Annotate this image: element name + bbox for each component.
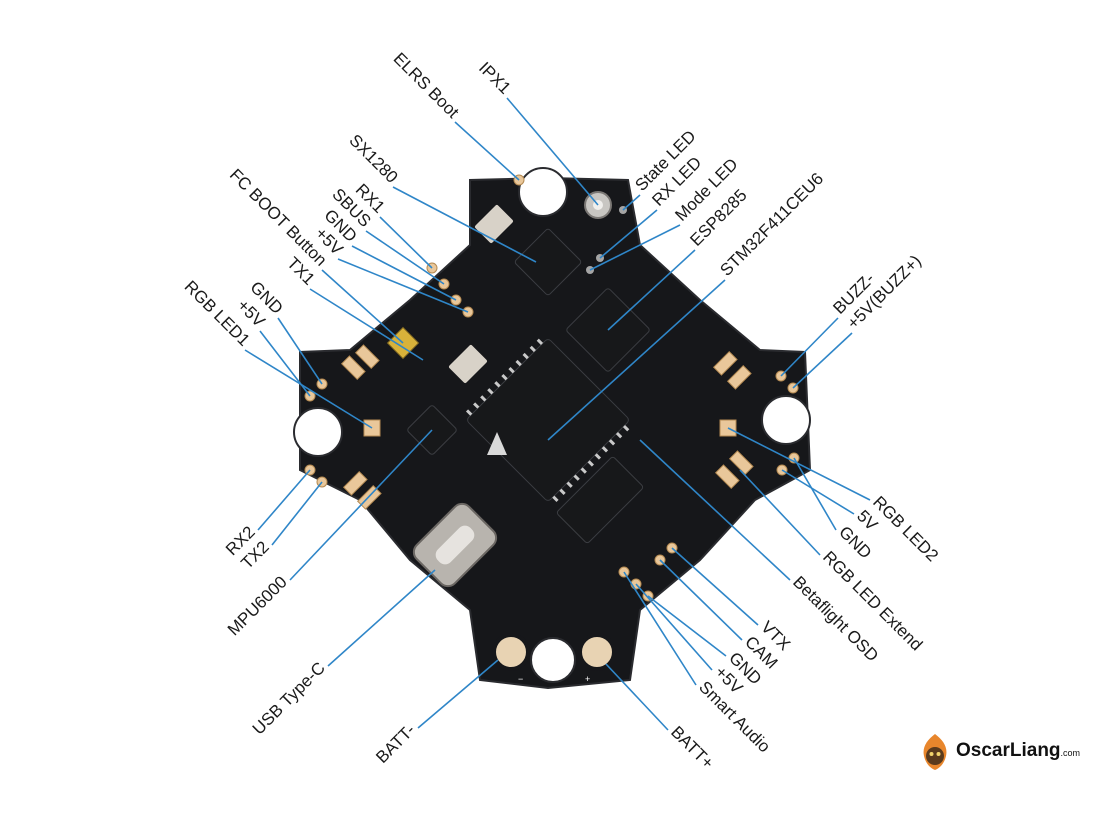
oscarliang-wordmark: OscarLiang.com [956, 740, 1080, 762]
label-ipx1: IPX1 [475, 58, 514, 97]
label-rgb-led-extend: RGB LED Extend [819, 547, 926, 654]
right-pads [712, 350, 754, 490]
osd-chip [556, 456, 644, 544]
oscarliang-watermark: OscarLiang.com [918, 732, 1080, 776]
minus-silk: − [518, 674, 523, 684]
plus-silk: + [585, 674, 590, 684]
crystal-top [475, 205, 513, 243]
label-batt-minus: BATT- [372, 720, 419, 767]
mount-hole-bottom [530, 637, 576, 683]
label-elrs-boot: ELRS Boot [390, 49, 463, 122]
brand-suffix: .com [1060, 748, 1081, 758]
crystal-left [449, 345, 487, 383]
mount-hole-left [293, 407, 343, 457]
leader-lines [244, 97, 871, 731]
mount-hole-top [518, 167, 568, 217]
label-mpu6000: MPU6000 [224, 572, 291, 639]
usb-c-port [412, 502, 498, 588]
label-usb-typec: USB Type-C [249, 658, 329, 738]
oscarliang-logo-icon [923, 734, 947, 770]
brand-name: OscarLiang [956, 740, 1061, 761]
brand-logo-mark [487, 432, 507, 455]
label-batt-plus: BATT+ [667, 722, 717, 772]
label-rgb-led2: RGB LED2 [869, 492, 942, 565]
stm32-chip [465, 338, 630, 503]
sx1280-chip [514, 228, 582, 296]
label-stm32: STM32F411CEU6 [716, 169, 827, 280]
label-sx1280: SX1280 [345, 131, 401, 187]
batt-minus-pad [492, 633, 530, 671]
label-fc-boot: FC BOOT Button [226, 165, 331, 270]
mount-hole-right [761, 395, 811, 445]
batt-plus-pad [578, 633, 616, 671]
left-pads [340, 344, 382, 510]
